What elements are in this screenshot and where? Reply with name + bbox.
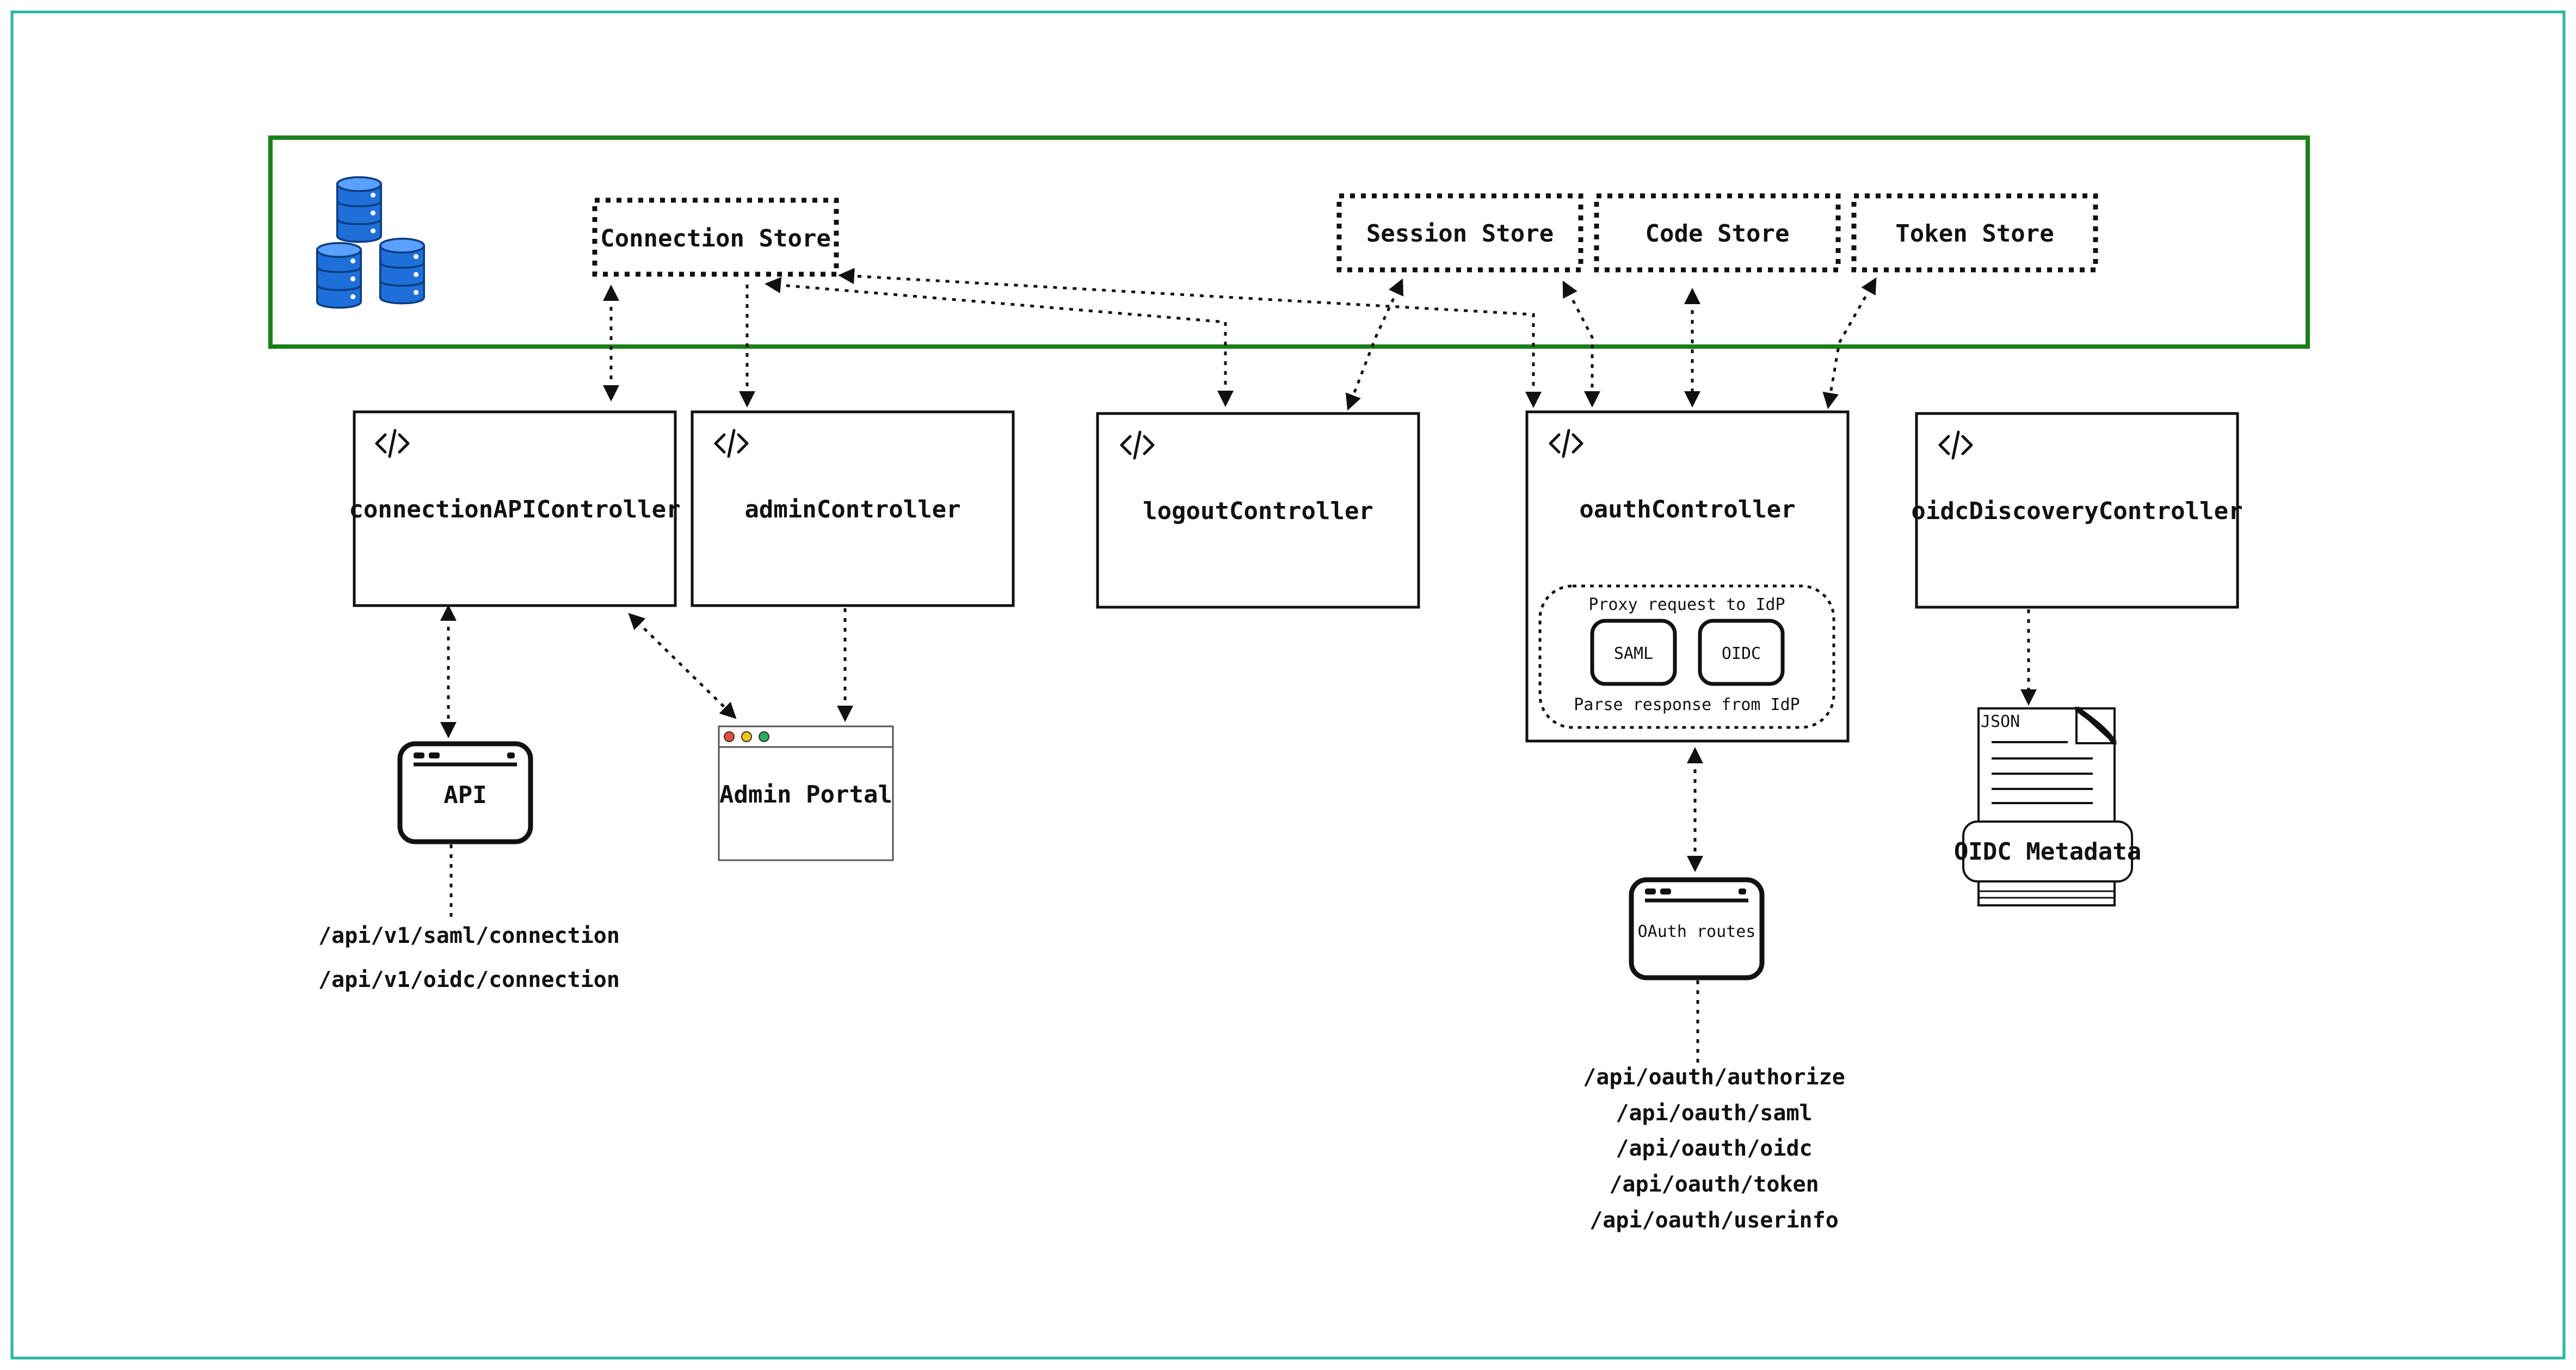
- oauth-controller-label: oauthController: [1579, 496, 1795, 523]
- token-store-label: Token Store: [1895, 220, 2054, 248]
- admin-portal: Admin Portal: [718, 725, 894, 861]
- api-route: /api/v1/oidc/connection: [318, 967, 620, 992]
- api-label: API: [443, 781, 486, 809]
- connectors: [440, 268, 2037, 1063]
- oidc-discovery-controller-label: oidcDiscoveryController: [1911, 497, 2242, 525]
- json-tag: JSON: [1981, 712, 2020, 731]
- oidc-metadata: JSON OIDC Metadata: [1954, 706, 2141, 906]
- database-icon: [316, 176, 426, 309]
- code-store-label: Code Store: [1646, 220, 1790, 248]
- api-client: API: [397, 741, 533, 844]
- admin-controller: adminController: [691, 410, 1015, 607]
- token-store: Token Store: [1851, 193, 2098, 273]
- session-store: Session Store: [1336, 193, 1583, 273]
- session-store-label: Session Store: [1366, 220, 1554, 248]
- oauth-route: /api/oauth/authorize: [1583, 1065, 1845, 1090]
- api-route-list: /api/v1/saml/connection /api/v1/oidc/con…: [318, 923, 620, 992]
- admin-portal-label: Admin Portal: [719, 781, 892, 809]
- idp-proxy-group: [1538, 584, 1835, 729]
- connection-store-label: Connection Store: [600, 225, 831, 252]
- oauth-controller: oauthController Proxy request to IdP SAM…: [1525, 410, 1850, 743]
- saml-label: SAML: [1614, 644, 1653, 663]
- logout-controller-label: logoutController: [1143, 497, 1373, 525]
- oauth-routes-client: OAuth routes: [1629, 877, 1765, 980]
- saml-box: [1590, 619, 1677, 686]
- maximize-dot-icon: [759, 731, 769, 742]
- oauth-route: /api/oauth/token: [1609, 1172, 1819, 1197]
- api-route: /api/v1/saml/connection: [318, 923, 620, 948]
- admin-controller-label: adminController: [744, 496, 960, 523]
- oidc-label: OIDC: [1722, 644, 1761, 663]
- connector-admin-portal-api: [628, 613, 737, 719]
- connection-api-controller: connectionAPIController: [349, 410, 681, 607]
- oidc-box: [1698, 619, 1785, 686]
- oidc-metadata-label: OIDC Metadata: [1954, 838, 2141, 866]
- logout-controller: logoutController: [1096, 412, 1420, 609]
- oidc-discovery-controller: oidcDiscoveryController: [1911, 412, 2243, 609]
- oauth-routes-label: OAuth routes: [1638, 922, 1756, 941]
- minimize-dot-icon: [741, 731, 752, 742]
- code-store: Code Store: [1594, 193, 1841, 273]
- oauth-route-list: /api/oauth/authorize /api/oauth/saml /ap…: [1583, 1065, 1845, 1233]
- connector-logout-session: [1345, 278, 1404, 411]
- oauth-route: /api/oauth/userinfo: [1589, 1208, 1839, 1233]
- connector-logout-connection: [765, 277, 1234, 407]
- oauth-route: /api/oauth/oidc: [1616, 1136, 1812, 1161]
- connector-oauth-token: [1822, 277, 1877, 409]
- connection-store: Connection Store: [592, 198, 839, 277]
- connector-oauth-session: [1562, 280, 1600, 408]
- connector-oauth-connection: [838, 268, 1542, 408]
- parse-response-label: Parse response from IdP: [1574, 695, 1799, 714]
- proxy-request-label: Proxy request to IdP: [1588, 595, 1785, 614]
- oauth-route: /api/oauth/saml: [1616, 1101, 1812, 1126]
- connection-api-controller-label: connectionAPIController: [349, 496, 680, 523]
- outer-frame: [10, 10, 2566, 1360]
- close-dot-icon: [724, 731, 735, 742]
